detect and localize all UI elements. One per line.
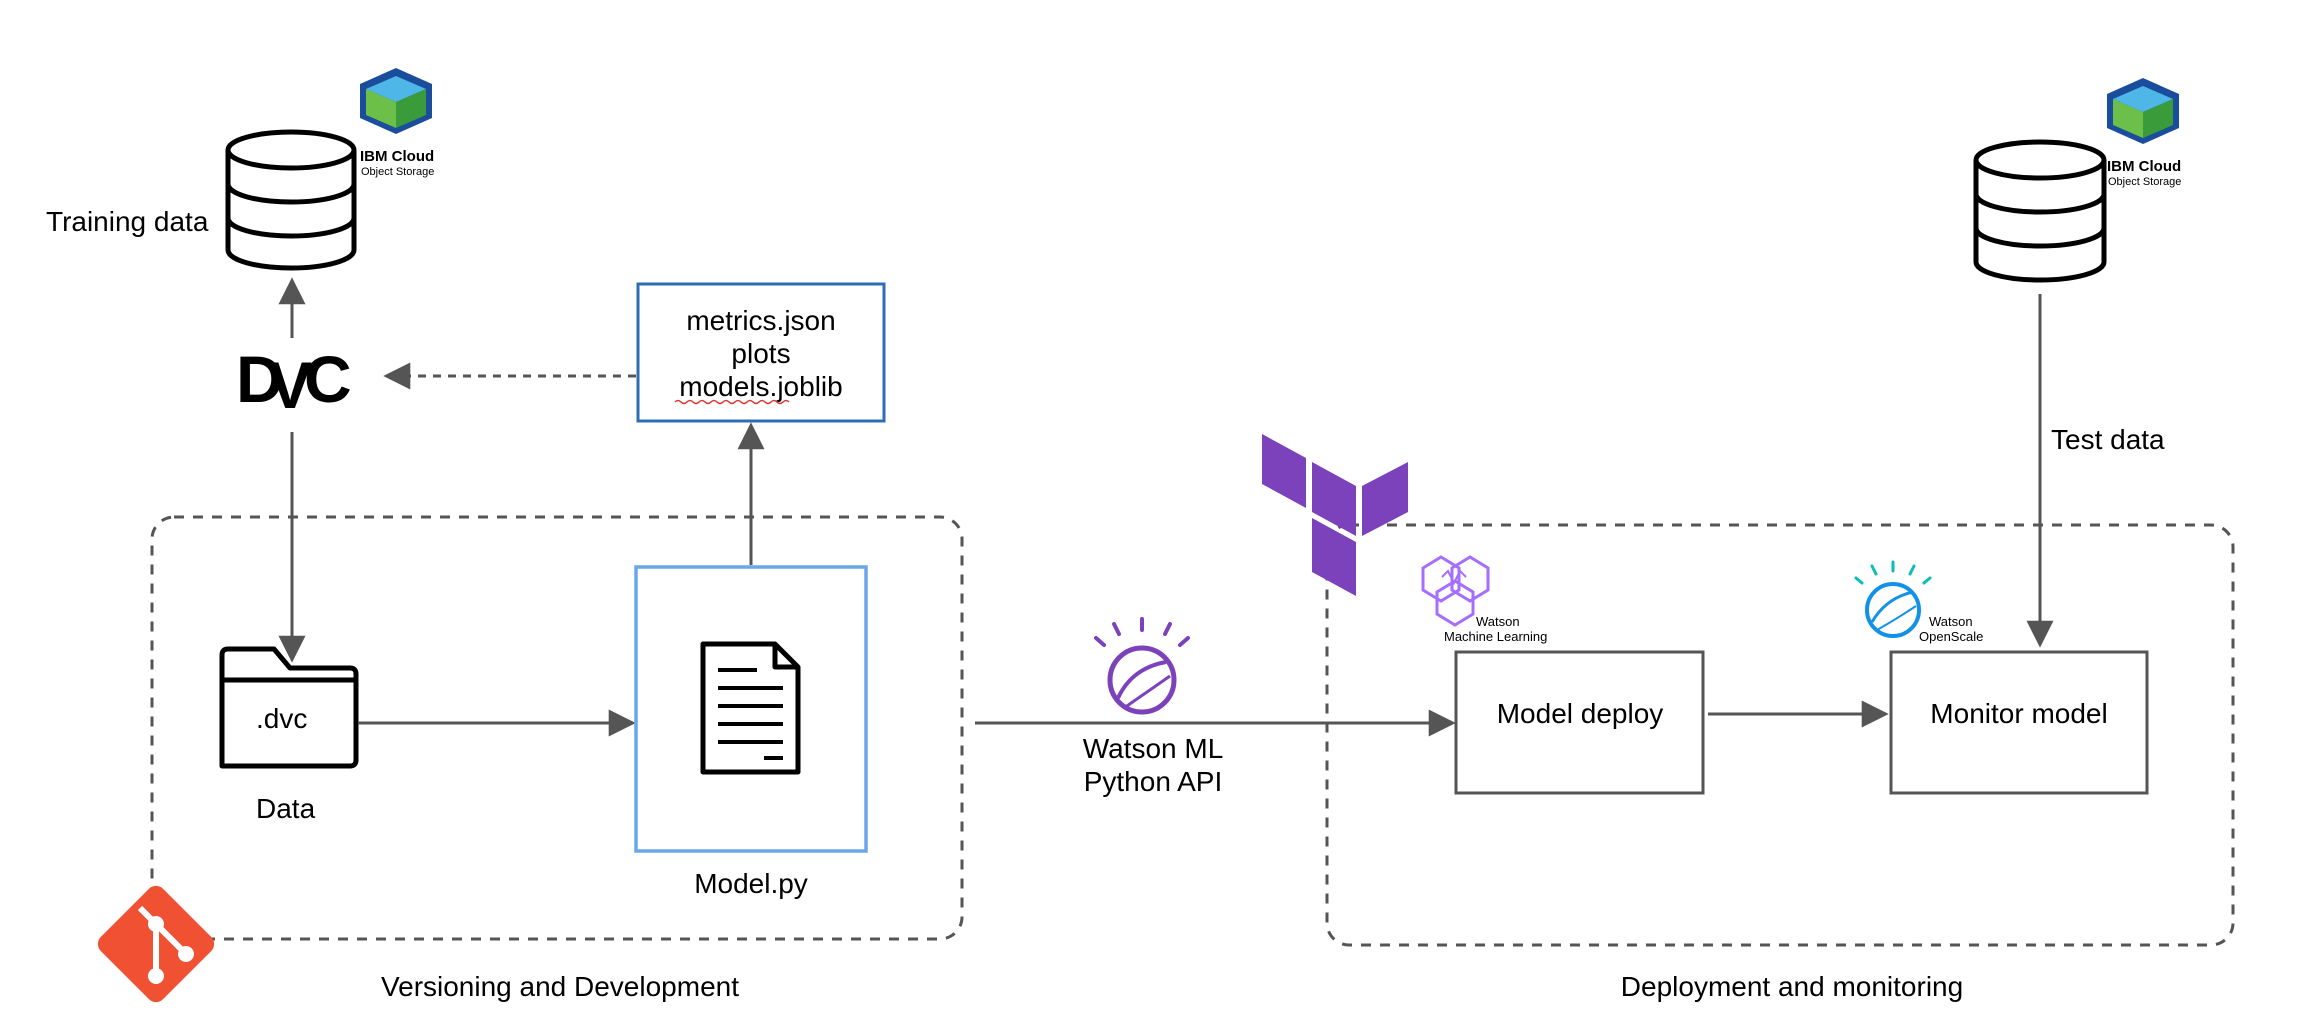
terraform-logo-icon (1262, 434, 1408, 596)
spellcheck-underline (674, 399, 790, 405)
openscale-logo-line1: Watson (1929, 614, 1973, 629)
ibm-cos-right-line1: IBM Cloud (2107, 158, 2181, 175)
training-data-database-icon (225, 129, 357, 271)
data-label: Data (256, 793, 316, 824)
dvc-logo-c: C (304, 342, 352, 416)
model-py-label: Model.py (694, 868, 808, 899)
test-data-database-icon (1973, 139, 2107, 283)
dvc-logo-d: D (236, 342, 284, 416)
ibm-cos-logo-icon: IBM Cloud Object Storage (360, 68, 434, 178)
monitor-model-label: Monitor model (1930, 698, 2107, 729)
ibm-cos-logo-line2: Object Storage (361, 166, 434, 178)
watson-ml-logo-line2: Machine Learning (1444, 629, 1547, 644)
ibm-cos-right-line2: Object Storage (2108, 176, 2181, 188)
python-api-label: Python API (1084, 766, 1223, 797)
artifact-metrics: metrics.json (686, 305, 835, 336)
model-deploy-label: Model deploy (1497, 698, 1664, 729)
artifacts-box (636, 282, 886, 423)
openscale-logo-line2: OpenScale (1919, 629, 1983, 644)
artifact-plots: plots (731, 338, 790, 369)
watson-machine-learning-logo-icon: Watson Machine Learning (1421, 555, 1547, 644)
ibm-cos-logo-right-icon: IBM Cloud Object Storage (2107, 78, 2181, 188)
watson-icon (1094, 617, 1190, 715)
watson-openscale-logo-icon: Watson OpenScale (1854, 560, 1983, 644)
folder-icon (219, 646, 359, 769)
training-data-label: Training data (46, 206, 209, 237)
dvc-folder-label: .dvc (256, 703, 307, 734)
git-logo-icon (97, 885, 215, 1003)
dvc-logo-v: V (268, 348, 312, 422)
watson-ml-label: Watson ML (1083, 733, 1224, 764)
deployment-group-label: Deployment and monitoring (1621, 971, 1963, 1002)
monitor-model-box (1889, 650, 2149, 795)
model-py-box (634, 565, 868, 853)
model-deploy-box (1454, 650, 1705, 795)
dvc-logo-icon: D V C (236, 342, 352, 422)
ibm-cos-logo-line1: IBM Cloud (360, 148, 434, 165)
versioning-group-label: Versioning and Development (381, 971, 739, 1002)
versioning-group (150, 515, 964, 941)
document-icon (700, 641, 801, 775)
watson-ml-logo-line1: Watson (1476, 614, 1520, 629)
artifact-models: models.joblib (679, 371, 842, 402)
deployment-group (1325, 523, 2235, 947)
test-data-label: Test data (2051, 424, 2165, 455)
